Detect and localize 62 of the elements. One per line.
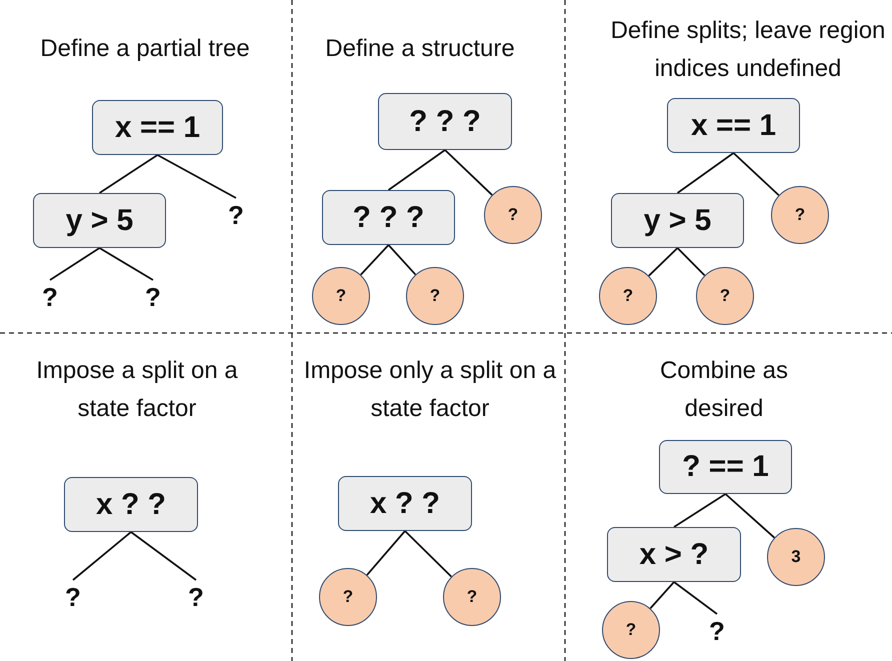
tree-branch bbox=[360, 244, 390, 276]
condition-text: ? == 1 bbox=[682, 450, 769, 484]
tree-branch bbox=[650, 581, 675, 609]
question-mark: ? bbox=[222, 198, 250, 232]
panel-title: Impose a split on a state factor bbox=[35, 356, 239, 424]
leaf-label: ? bbox=[720, 286, 730, 306]
leaf-label: ? bbox=[342, 587, 354, 607]
tree-branch bbox=[157, 154, 236, 199]
leaf-label: ? bbox=[336, 286, 346, 306]
question-mark: ? bbox=[139, 280, 167, 314]
tree-branch bbox=[676, 152, 734, 194]
leaf-label: ? bbox=[626, 620, 636, 640]
condition-box bbox=[667, 98, 800, 153]
leaf-label: ? bbox=[794, 205, 806, 225]
tree-branch bbox=[366, 530, 406, 576]
condition-box bbox=[64, 477, 198, 532]
leaf-label: ? bbox=[508, 205, 518, 225]
panel-title: Define splits; leave region indices undefined bbox=[610, 16, 886, 84]
condition-text: x == 1 bbox=[114, 110, 200, 144]
panel-title: Combine as desired bbox=[658, 356, 790, 424]
panel-title: Define a structure bbox=[324, 34, 516, 64]
tree-branch bbox=[50, 247, 100, 281]
condition-box bbox=[33, 193, 166, 248]
tree-branch bbox=[444, 149, 493, 196]
tree-branch bbox=[404, 530, 452, 578]
question-mark: ? bbox=[59, 580, 87, 614]
panel-title: Define a partial tree bbox=[39, 34, 251, 64]
condition-text: ? ? ? bbox=[352, 200, 424, 234]
leaf-label: ? bbox=[430, 286, 440, 306]
condition-box bbox=[611, 193, 744, 248]
panel-title: Impose only a split on a state factor bbox=[302, 356, 558, 424]
condition-text: x > ? bbox=[639, 538, 709, 572]
condition-text: ? ? ? bbox=[409, 104, 481, 138]
tree-branch bbox=[673, 581, 718, 615]
tree-branch bbox=[72, 531, 132, 581]
condition-box bbox=[378, 93, 512, 150]
tree-branch bbox=[674, 493, 726, 528]
tree-branch bbox=[724, 493, 775, 538]
condition-box bbox=[338, 476, 472, 531]
condition-text: x == 1 bbox=[690, 108, 776, 142]
tree-branch bbox=[130, 531, 197, 581]
tree-branch bbox=[388, 244, 416, 276]
leaf-label: 3 bbox=[791, 547, 801, 567]
tree-branch bbox=[388, 149, 446, 191]
condition-text: y > 5 bbox=[66, 204, 134, 238]
condition-box bbox=[607, 527, 741, 582]
condition-text: x ? ? bbox=[96, 488, 166, 522]
tree-branch bbox=[732, 152, 780, 196]
question-mark: ? bbox=[36, 280, 64, 314]
tree-branch bbox=[99, 247, 154, 281]
condition-box bbox=[92, 100, 223, 155]
condition-box bbox=[322, 190, 455, 245]
question-mark: ? bbox=[182, 580, 210, 614]
leaf-label: ? bbox=[466, 587, 478, 607]
leaf-label: ? bbox=[622, 286, 634, 306]
question-mark: ? bbox=[703, 614, 731, 648]
condition-text: x ? ? bbox=[370, 486, 440, 520]
tree-branch bbox=[648, 247, 678, 276]
condition-box bbox=[659, 440, 792, 494]
tree-branch bbox=[676, 247, 706, 276]
tree-branch bbox=[99, 154, 158, 194]
condition-text: y > 5 bbox=[644, 204, 712, 238]
